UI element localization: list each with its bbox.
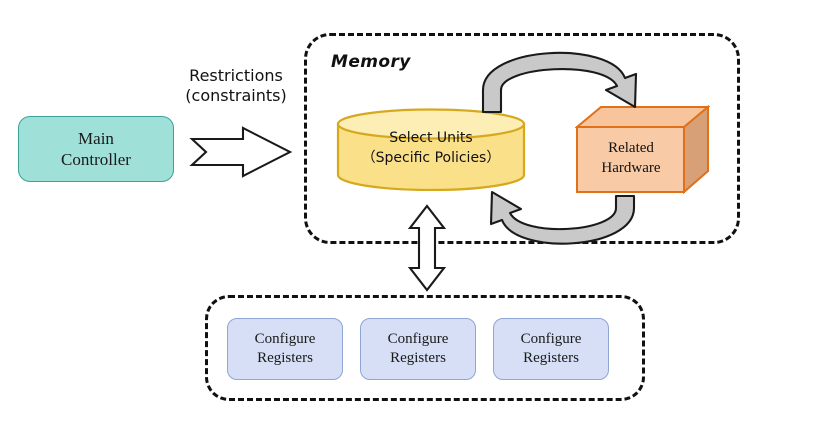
cylinder-shape-icon [336,108,526,192]
restrictions-line1: Restrictions [189,66,283,85]
select-units-cylinder[interactable]: Select Units （Specific Policies） [336,108,526,192]
main-controller-label: Main Controller [61,128,131,171]
cube-3d-shape-icon [574,104,711,195]
configure-registers-box-1[interactable]: Configure Registers [227,318,343,380]
main-controller-node[interactable]: Main Controller [18,116,174,182]
main-controller-label-line2: Controller [61,150,131,169]
configure-registers-line1-2: Configure [387,331,449,348]
restrictions-caption: Restrictions (constraints) [170,66,302,107]
configure-registers-line2-2: Registers [390,350,446,366]
related-hardware-box[interactable]: Related Hardware [574,104,711,195]
configure-registers-label-1: Configure Registers [255,330,316,368]
configure-registers-line1-3: Configure [520,331,582,348]
restrictions-line2: (constraints) [185,86,287,106]
memory-group-label: Memory [331,52,411,72]
block-arrow-right-icon [189,126,293,178]
configure-registers-label-2: Configure Registers [388,330,449,368]
configure-registers-line1-1: Configure [254,331,316,348]
configure-registers-box-2[interactable]: Configure Registers [360,318,476,380]
configure-registers-line2-1: Registers [257,350,313,366]
configure-registers-line2-3: Registers [523,350,579,366]
main-controller-label-line1: Main [78,128,114,148]
configure-registers-group-container [205,295,645,401]
configure-registers-box-3[interactable]: Configure Registers [493,318,609,380]
configure-registers-label-3: Configure Registers [521,330,582,368]
